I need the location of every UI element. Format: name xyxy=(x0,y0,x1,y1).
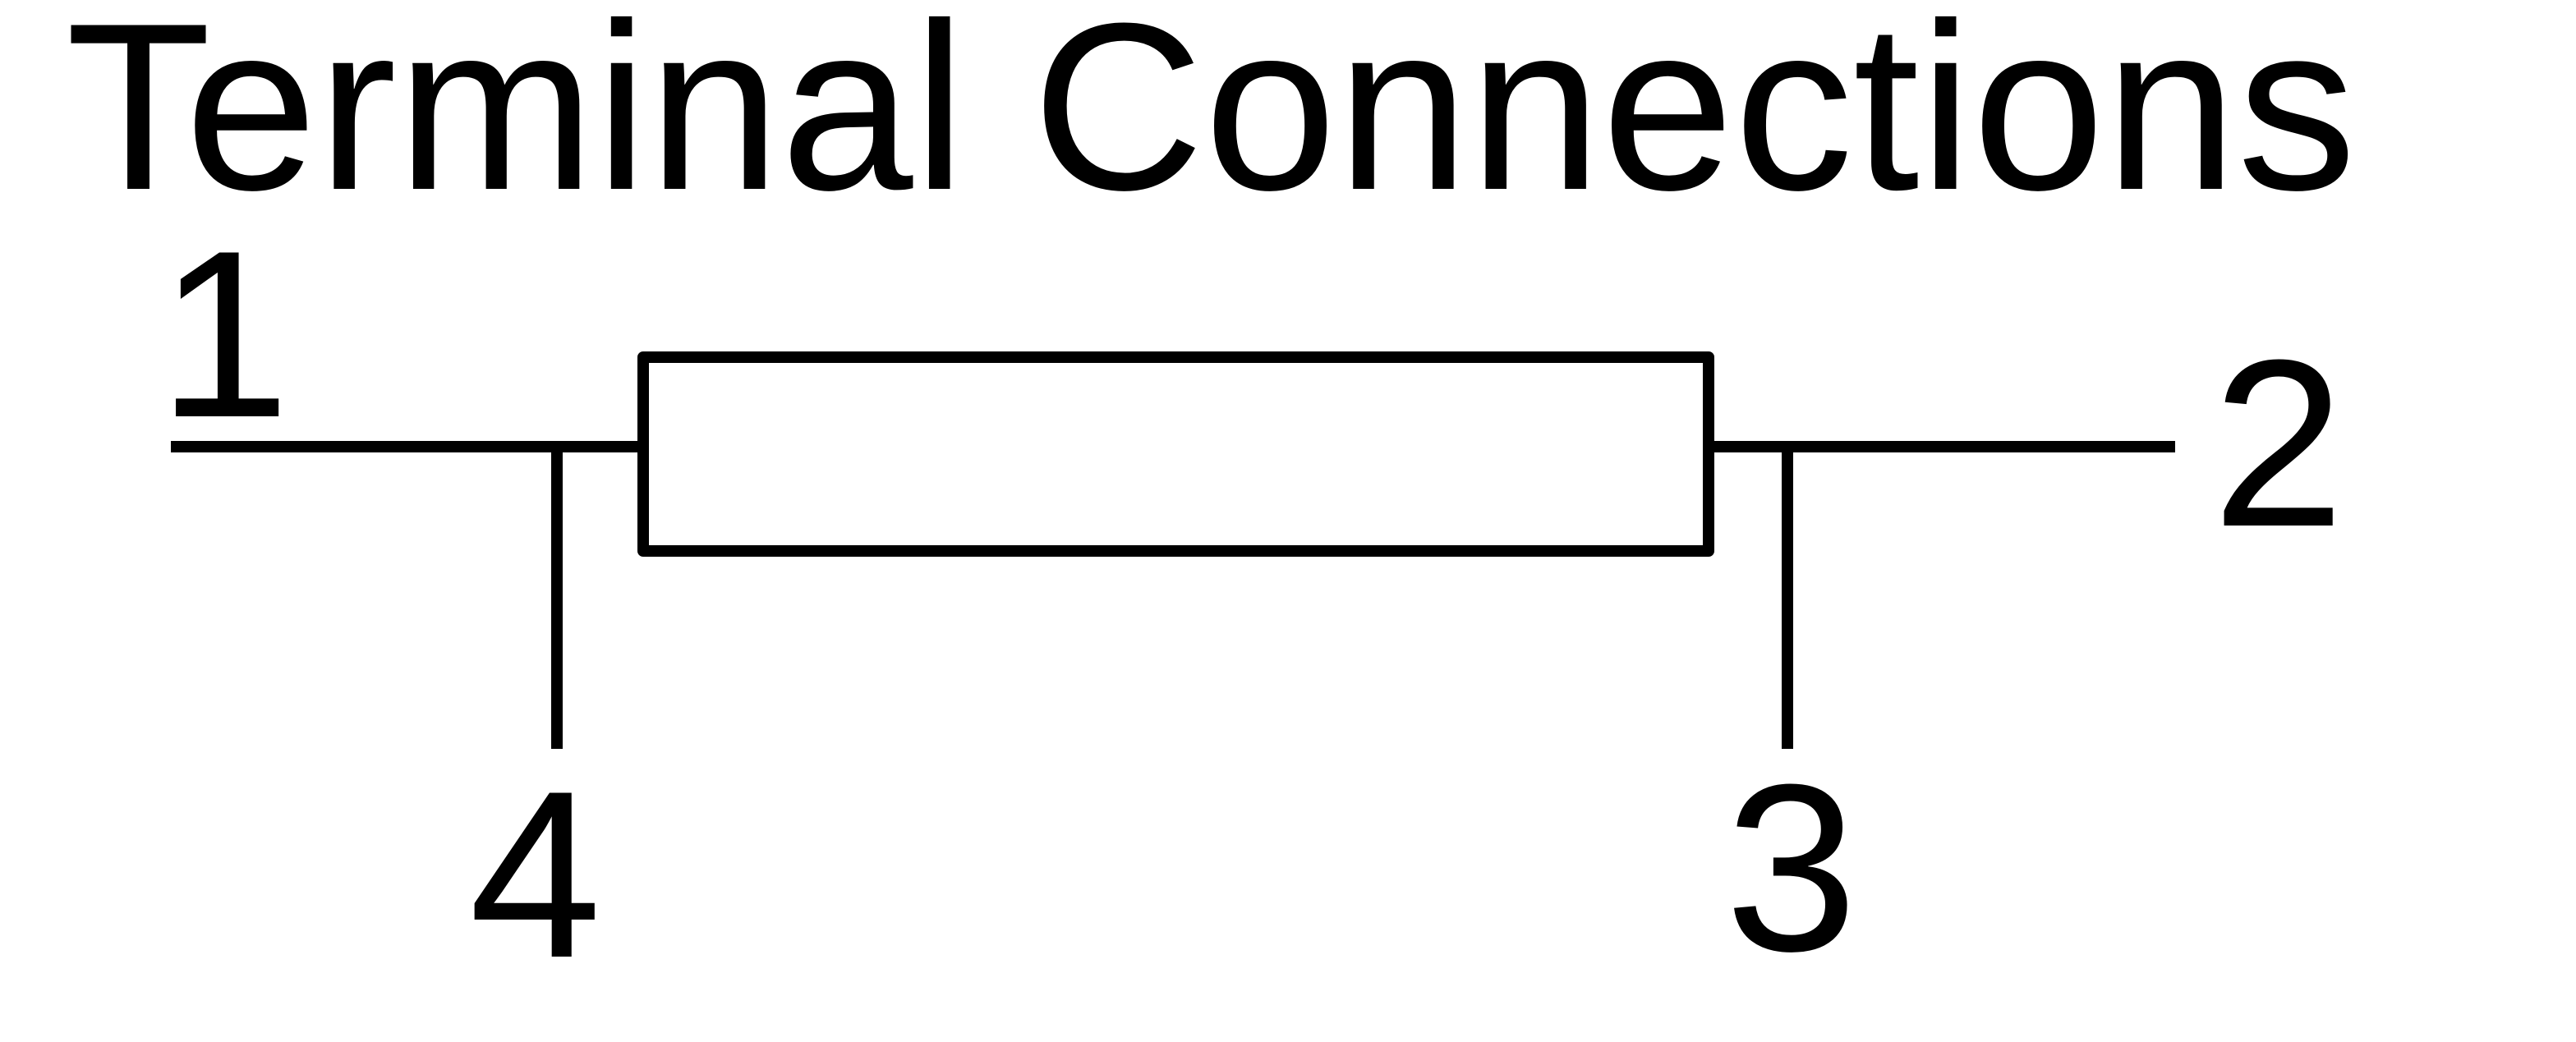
terminal-label-4: 4 xyxy=(469,741,601,1008)
terminal-label-3: 3 xyxy=(1725,735,1857,1001)
terminal-label-1: 1 xyxy=(158,201,290,467)
diagram-title: Terminal Connections xyxy=(66,0,2357,240)
terminal-label-2: 2 xyxy=(2212,310,2344,576)
resistor-body xyxy=(637,351,1714,557)
